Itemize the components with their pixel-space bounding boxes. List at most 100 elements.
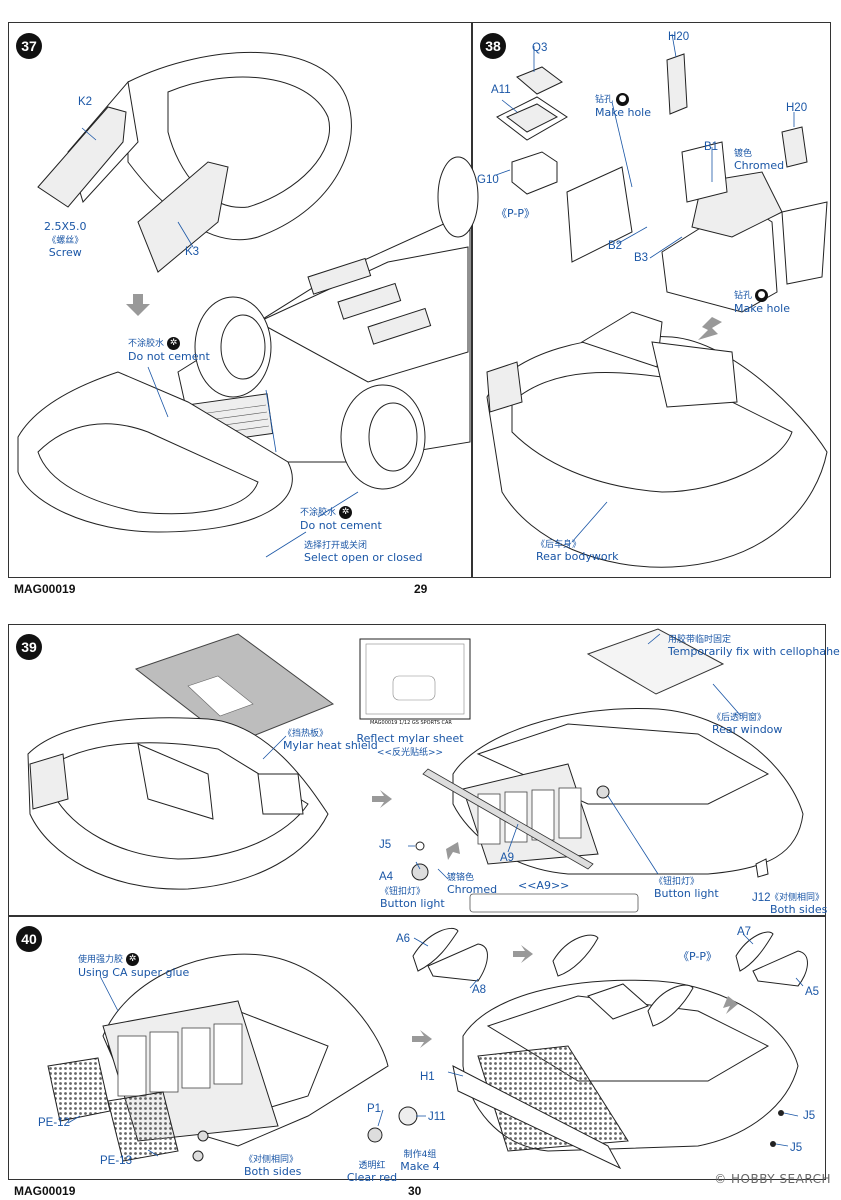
assembly-arrow-icon — [698, 317, 722, 340]
label-b2: B2 — [608, 240, 623, 252]
both-40-cn: 《对侧相同》 — [244, 1155, 299, 1165]
no-cement-label-1: 不涂胶水✲ Do not cement — [128, 336, 210, 363]
label-a7: A7 — [737, 926, 752, 938]
reflect-cn: <<反光贴纸>> — [376, 748, 444, 758]
step-37-number: 37 — [16, 33, 42, 59]
both-39-en: Both sides — [770, 903, 828, 916]
step-39-drawing — [27, 628, 804, 913]
label-h1: H1 — [420, 1071, 435, 1083]
open-closed-label: 选择打开或关闭 Select open or closed — [304, 538, 422, 564]
footer-page-30: 30 — [408, 1184, 422, 1198]
drill-1-en: Make hole — [595, 105, 651, 119]
step-39-number: 39 — [16, 634, 42, 660]
both-sides-label-40: 《对侧相同》 Both sides — [244, 1152, 301, 1178]
glue-cn: 使用强力胶 — [78, 955, 124, 965]
label-j5a: J5 — [803, 1110, 816, 1122]
footer-page-29: 29 — [414, 582, 428, 596]
mylar-en: Mylar heat shield — [283, 739, 378, 752]
make4-en: Make 4 — [400, 1160, 440, 1173]
assembly-arrow-icon — [723, 996, 738, 1014]
assembly-arrow-icon — [372, 790, 392, 808]
mylar-cn: 《挡热板》 — [283, 729, 329, 739]
label-a9-detail: <<A9>> — [518, 879, 570, 892]
screw-en: Screw — [48, 246, 82, 259]
make4-cn: 制作4组 — [403, 1150, 437, 1160]
step-38-number: 38 — [480, 33, 506, 59]
step-38-drawing — [486, 33, 828, 568]
glue-en: Using CA super glue — [78, 965, 190, 979]
chrome-38-cn: 镀色 — [734, 149, 753, 159]
label-a9: A9 — [500, 852, 515, 864]
label-p1: P1 — [367, 1103, 382, 1115]
mylar-heat-shield-label: 《挡热板》 Mylar heat shield — [283, 726, 378, 752]
button-light-label-1: 《钮扣灯》 Button light — [380, 884, 445, 910]
screw-size: 2.5X5.0 — [44, 220, 87, 233]
chrome-39-cn: 镀铬色 — [447, 873, 475, 883]
label-b1: B1 — [704, 141, 719, 153]
assembly-arrow-icon — [446, 842, 460, 860]
no-cement-icon: ✲ — [167, 336, 181, 350]
chrome-39-en: Chromed — [447, 883, 498, 896]
no-cement-2-cn: 不涂胶水 — [300, 508, 337, 518]
screw-cn: 《螺丝》 — [47, 236, 84, 246]
chrome-38-en: Chromed — [734, 159, 785, 172]
chrome-label-38: 镀色 Chromed — [734, 146, 784, 172]
drill-label-1: 钻孔● Make hole — [595, 92, 651, 119]
label-b3: B3 — [634, 252, 649, 264]
reflect-mylar-label: Reflect mylar sheet <<反光贴纸>> — [356, 732, 463, 758]
label-a11: A11 — [491, 84, 511, 96]
label-a6: A6 — [396, 933, 411, 945]
drill-label-2: 钻孔● Make hole — [734, 288, 790, 315]
drill-1-cn: 钻孔 — [595, 95, 614, 105]
label-j5b: J5 — [790, 1142, 803, 1154]
label-g10: G10 — [477, 174, 499, 186]
rear-window-en: Rear window — [712, 723, 783, 736]
button-2-en: Button light — [654, 887, 719, 900]
clear-red-en: Clear red — [346, 1171, 398, 1184]
make4-label: 制作4组 Make 4 — [400, 1147, 439, 1173]
tape-cn: 用胶带临时固定 — [668, 635, 732, 645]
assembly-arrow-icon — [126, 294, 150, 316]
label-j11: J11 — [428, 1111, 446, 1123]
step-37-drawing — [17, 51, 479, 558]
button-1-en: Button light — [380, 897, 445, 910]
step-40-number: 40 — [16, 926, 42, 952]
drill-icon: ● — [616, 92, 630, 106]
no-cement-label-2: 不涂胶水✲ Do not cement — [300, 505, 382, 532]
both-sides-label-39: 《对侧相同》 Both sides — [770, 890, 827, 916]
rear-window-label: 《后透明窗》 Rear window — [712, 710, 782, 736]
both-39-cn: 《对侧相同》 — [770, 893, 825, 903]
label-k3: K3 — [185, 246, 200, 258]
label-k2: K2 — [78, 96, 93, 108]
rear-bodywork-label: 《后车身》 Rear bodywork — [536, 537, 619, 563]
label-j5-39: J5 — [379, 839, 392, 851]
label-pe13: PE-13 — [100, 1155, 132, 1167]
assembly-arrow-icon — [412, 1030, 432, 1048]
clear-red-label: 透明红 Clear red — [347, 1158, 397, 1184]
ca-glue-label: 使用强力胶✲ Using CA super glue — [78, 952, 189, 979]
mylar-sheet-caption: MAG00019 1/12 GS SPORTS CAR — [370, 720, 452, 726]
no-cement-icon: ✲ — [339, 505, 353, 519]
drill-icon: ● — [755, 288, 769, 302]
label-pp-40: 《P-P》 — [678, 950, 717, 963]
label-a8: A8 — [472, 984, 487, 996]
label-h20-top: H20 — [668, 31, 690, 43]
both-40-en: Both sides — [244, 1165, 302, 1178]
step-40-drawing — [47, 927, 808, 1170]
watermark: © HOBBY SEARCH — [714, 1172, 831, 1186]
footer-code-bottom: MAG00019 — [14, 1184, 76, 1198]
button-1-cn: 《钮扣灯》 — [380, 887, 426, 897]
drill-2-cn: 钻孔 — [734, 291, 753, 301]
label-h20-right: H20 — [786, 102, 808, 114]
no-cement-1-en: Do not cement — [128, 349, 210, 363]
drill-2-en: Make hole — [734, 301, 790, 315]
assembly-arrow-icon — [513, 945, 533, 963]
no-cement-2-en: Do not cement — [300, 518, 382, 532]
rear-window-cn: 《后透明窗》 — [712, 713, 767, 723]
open-closed-en: Select open or closed — [304, 551, 423, 564]
clear-red-cn: 透明红 — [358, 1161, 386, 1171]
tape-label: 用胶带临时固定 Temporarily fix with cellophahe … — [668, 632, 841, 658]
button-light-label-2: 《钮扣灯》 Button light — [654, 874, 719, 900]
screw-label: 2.5X5.0 《螺丝》 Screw — [44, 220, 87, 259]
no-cement-1-cn: 不涂胶水 — [128, 339, 165, 349]
